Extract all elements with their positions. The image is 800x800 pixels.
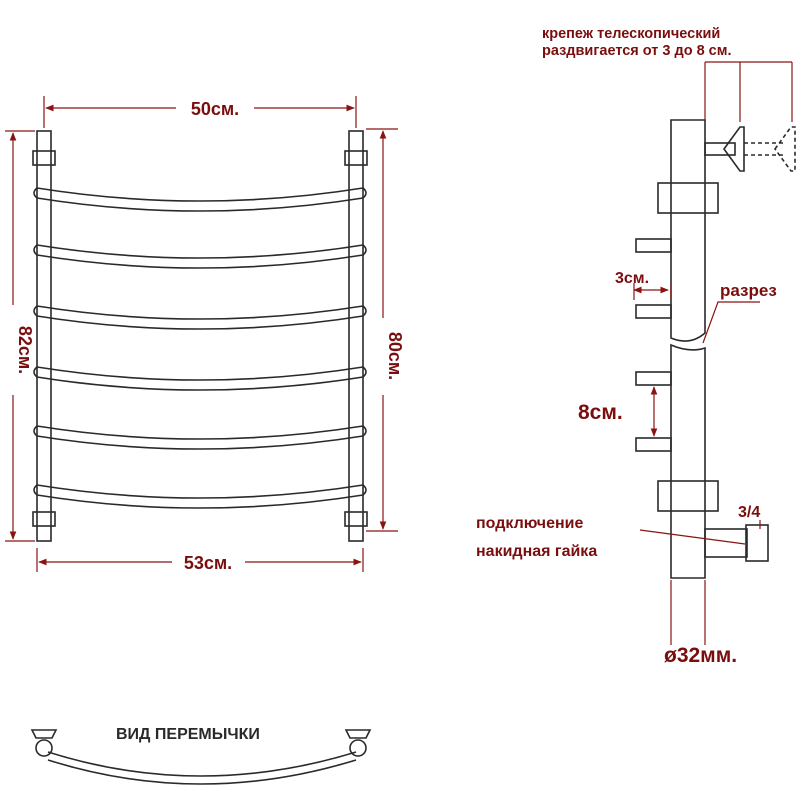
left-height-label: 82см. [15,326,35,374]
cut-leader [702,301,760,344]
rungs [33,187,367,509]
right-top-cap [344,150,368,166]
rung-stub-1 [635,238,672,253]
rung-3 [33,305,367,330]
left-top-cap [32,150,56,166]
left-upright [36,130,52,542]
upper-clamp-block [657,182,719,214]
mount-rod [704,142,736,156]
rung-5 [33,425,367,450]
rung-1 [33,187,367,212]
connection-label-line2: накидная гайка [476,543,597,560]
left-bottom-cap [32,511,56,527]
connection-label-line1: подключение [476,515,583,532]
rung-4 [33,366,367,391]
thread-label: 3/4 [738,504,760,521]
bridge-view [30,729,372,785]
side-view [635,119,796,579]
right-bottom-cap [344,511,368,527]
mount-plate [723,126,745,172]
bridge-view-label: ВИД ПЕРЕМЫЧКИ [116,726,260,743]
mount-label-line1: крепеж телескопический [542,26,720,42]
lower-clamp-block [657,480,719,512]
union-nut [745,524,769,562]
rung-stub-4 [635,437,672,452]
diameter-label: ø32мм. [664,644,737,667]
spacing-label: 8см. [578,401,623,424]
connection-leader [639,529,746,545]
side-tube-lower [670,343,706,579]
side-dimensions [633,61,793,645]
side-tube-upper [670,119,706,342]
front-view [32,130,368,542]
bridge-arc [47,751,357,777]
mount-label-line2: раздвигается от 3 до 8 см. [542,43,732,59]
connection-pipe [704,528,748,558]
top-width-label: 50см. [191,99,239,119]
cut-label: разрез [720,281,777,300]
rung-6 [33,484,367,509]
bridge-left-joint [35,739,53,757]
right-upright [348,130,364,542]
offset-label: 3см. [615,270,649,287]
right-height-label: 80см. [385,332,405,380]
mount-plate-extended [774,126,796,172]
rung-stub-3 [635,371,672,386]
bottom-width-label: 53см. [184,553,232,573]
bridge-right-joint [349,739,367,757]
rung-2 [33,244,367,269]
rung-stub-2 [635,304,672,319]
front-dimensions [5,96,398,572]
